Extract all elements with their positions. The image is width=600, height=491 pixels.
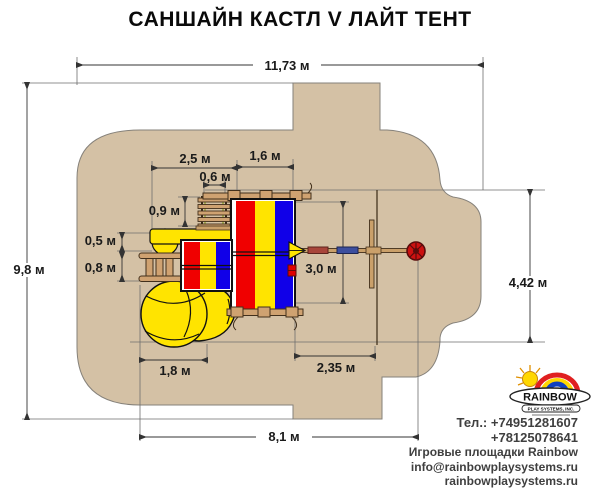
dim-label-slide-width: 1,8 м xyxy=(159,363,191,378)
dim-label-deck-to-tent: 2,5 м xyxy=(179,151,211,166)
rainbow-logo: RAINBOW PLAY SYSTEMS, INC. xyxy=(509,365,591,416)
swing-set xyxy=(287,190,426,345)
contact-phone2: +78125078641 xyxy=(490,429,578,445)
climber-ladder xyxy=(195,196,233,231)
logo-sub-banner xyxy=(521,404,581,413)
contact-phone1: Тел.: +74951281607 xyxy=(456,415,578,430)
dim-label-climber-depth: 0,9 м xyxy=(148,203,180,218)
dim-label-total-width: 11,73 м xyxy=(253,59,321,73)
castle-tent-large xyxy=(230,198,296,312)
spiral-slide xyxy=(140,280,236,348)
sun-icon xyxy=(515,365,541,387)
contact-block: Тел.: +74951281607 +78125078641 Игровые … xyxy=(408,415,578,489)
dim-label-tent-width: 1,6 м xyxy=(249,148,281,163)
tent-bottom-beam xyxy=(226,306,304,331)
dim-label-deck-depth: 0,5 м xyxy=(84,233,116,248)
entry-ladder xyxy=(138,252,185,282)
dim-label-equipment-width: 8,1 м xyxy=(256,430,312,444)
dim-label-swing-zone: 4,42 м xyxy=(500,276,556,290)
dim-label-climber-width: 0,6 м xyxy=(199,169,231,184)
swing-seat-blue xyxy=(336,246,359,254)
swing-crossbar xyxy=(365,246,382,255)
dim-label-total-height: 9,8 м xyxy=(6,263,52,277)
swing-seat-red xyxy=(307,246,329,254)
page-title: САНШАЙН КАСТЛ V ЛАЙТ ТЕНТ xyxy=(128,8,472,31)
contact-email: info@rainbowplaysystems.ru xyxy=(410,459,578,474)
logo-brand: RAINBOW xyxy=(523,392,577,404)
tire-swing xyxy=(406,241,426,261)
dim-label-tent-depth: 3,0 м xyxy=(305,261,337,276)
dim-label-entry-ladder-depth: 0,8 м xyxy=(84,260,116,275)
contact-site: rainbowplaysystems.ru xyxy=(444,474,578,488)
dimension-lines xyxy=(24,62,533,440)
dim-label-tent-to-swing: 2,35 м xyxy=(316,360,356,375)
logo-subtitle: PLAY SYSTEMS, INC. xyxy=(528,406,575,411)
play-structure xyxy=(138,182,426,348)
castle-tent-small xyxy=(180,239,233,292)
contact-company: Игровые площадки Rainbow xyxy=(408,445,578,459)
